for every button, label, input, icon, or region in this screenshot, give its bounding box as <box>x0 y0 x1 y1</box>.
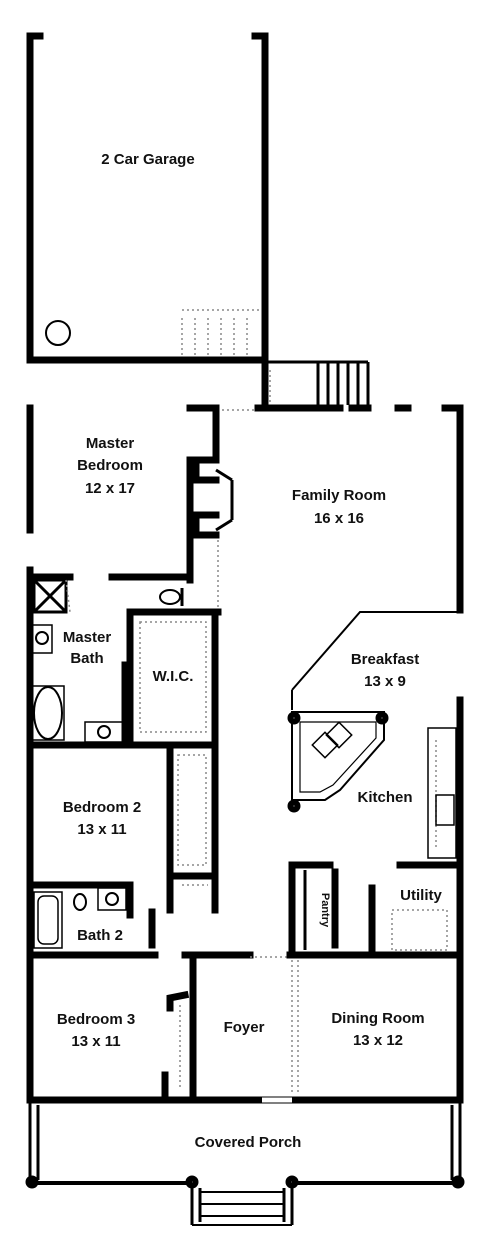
pantry-label: Pantry <box>319 893 331 928</box>
dining-room-label: Dining Room <box>331 1010 424 1027</box>
family-room-size: 16 x 16 <box>314 510 364 527</box>
garage-label: 2 Car Garage <box>101 151 194 168</box>
interior-walls <box>26 404 464 1104</box>
master-bath-label-line1: Master <box>63 629 112 646</box>
wic-label: W.I.C. <box>153 668 194 685</box>
bedroom2-label: Bedroom 2 <box>63 799 141 816</box>
bedroom3-size: 13 x 11 <box>71 1033 120 1050</box>
bath2-label: Bath 2 <box>77 927 123 944</box>
bedroom3-label: Bedroom 3 <box>57 1011 135 1028</box>
master-bath-label-line2: Bath <box>70 650 103 667</box>
kitchen-label: Kitchen <box>357 789 412 806</box>
porch <box>25 1102 465 1189</box>
family-room-label: Family Room <box>292 487 386 504</box>
breakfast-label: Breakfast <box>351 651 419 668</box>
dining-room-size: 13 x 12 <box>353 1032 403 1049</box>
foyer-label: Foyer <box>224 1019 265 1036</box>
utility-label: Utility <box>400 887 442 904</box>
water-heater-icon <box>45 320 71 346</box>
master-bedroom-label-line1: Master <box>86 435 135 452</box>
bedroom2-size: 13 x 11 <box>77 821 126 838</box>
breakfast-size: 13 x 9 <box>364 673 406 690</box>
house-outer-walls <box>26 404 464 1104</box>
front-steps <box>190 1185 294 1226</box>
master-bedroom-size: 12 x 17 <box>85 480 135 497</box>
garage-walls <box>26 32 269 409</box>
master-bedroom-label-line2: Bedroom <box>77 457 143 474</box>
covered-porch-label: Covered Porch <box>195 1134 302 1151</box>
rear-steps <box>268 360 370 405</box>
